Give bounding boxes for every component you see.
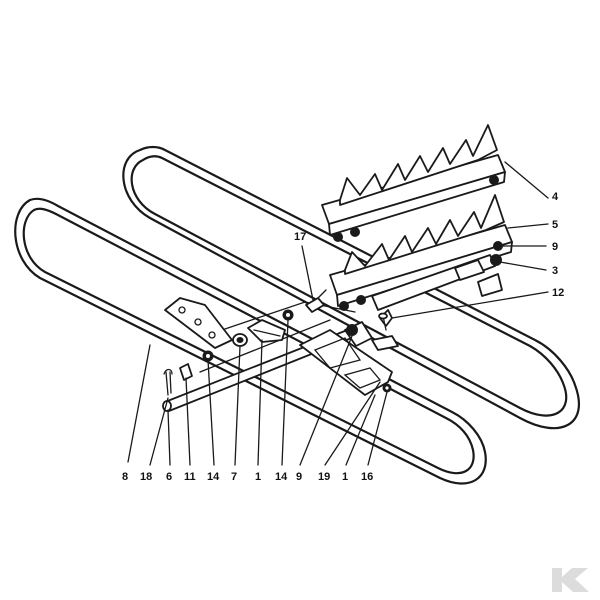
bracket-plate-left: [164, 297, 233, 349]
label-7: 7: [231, 471, 237, 483]
part-labels: 4 5 9 3 12 17 8 18 6 11 14 7 1 14 9 19 1…: [122, 191, 564, 483]
label-9-top: 9: [552, 241, 558, 253]
label-1-left: 1: [255, 471, 261, 483]
label-14-center: 14: [275, 471, 288, 483]
label-11: 11: [184, 471, 196, 483]
label-9-bottom: 9: [296, 471, 302, 483]
bracket-center: [247, 319, 286, 343]
cross-bar: [371, 254, 503, 311]
label-1-right: 1: [342, 471, 348, 483]
label-8: 8: [122, 471, 128, 483]
rear-track-loop: [122, 145, 581, 430]
label-16: 16: [361, 471, 373, 483]
label-6: 6: [166, 471, 172, 483]
label-3: 3: [552, 265, 558, 277]
label-12: 12: [552, 287, 564, 299]
label-19: 19: [318, 471, 330, 483]
bracket-swing-right: [299, 309, 399, 396]
hardware: [163, 241, 503, 396]
label-17: 17: [294, 231, 306, 243]
leader-lines: [127, 161, 549, 466]
front-track-loop: [14, 197, 487, 485]
label-18: 18: [140, 471, 152, 483]
knife-bar-upper: [321, 124, 506, 242]
knife-bar-lower: [329, 194, 513, 311]
label-14-left: 14: [207, 471, 220, 483]
label-5: 5: [552, 219, 558, 231]
kramp-k-icon: [552, 568, 589, 592]
label-4: 4: [552, 191, 559, 203]
